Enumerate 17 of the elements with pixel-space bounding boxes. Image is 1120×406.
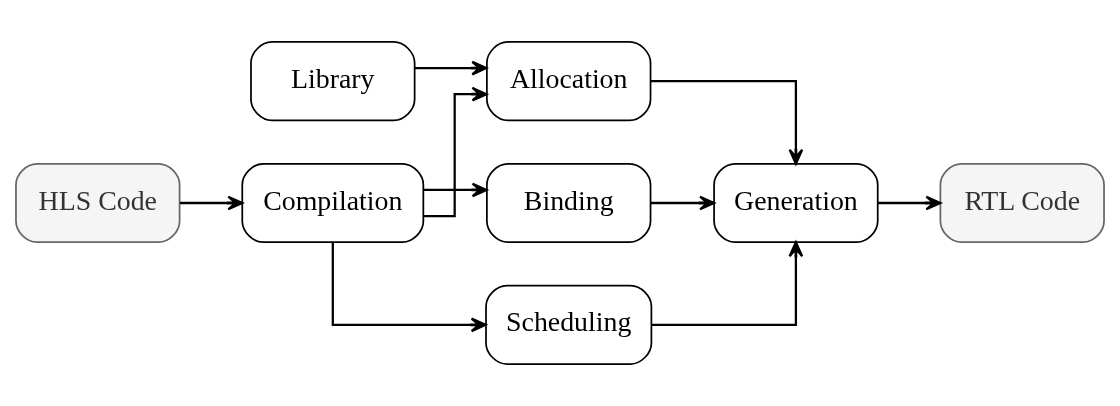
node-box: Binding xyxy=(486,162,652,244)
node-box: Compilation xyxy=(241,162,425,244)
arrow xyxy=(650,195,716,211)
node-box: Library xyxy=(250,41,416,122)
arrow xyxy=(423,86,488,218)
arrow xyxy=(423,182,488,198)
node-box: RTL Code xyxy=(939,162,1105,244)
arrow xyxy=(180,195,244,211)
node-box: HLS Code xyxy=(15,162,181,244)
arrow xyxy=(414,60,488,76)
arrow xyxy=(652,241,804,326)
arrow xyxy=(650,80,804,165)
node-box: Allocation xyxy=(486,41,652,122)
node-box: Scheduling xyxy=(485,284,653,365)
node-box: Generation xyxy=(713,162,879,244)
arrow xyxy=(878,195,942,211)
arrow xyxy=(331,242,487,333)
